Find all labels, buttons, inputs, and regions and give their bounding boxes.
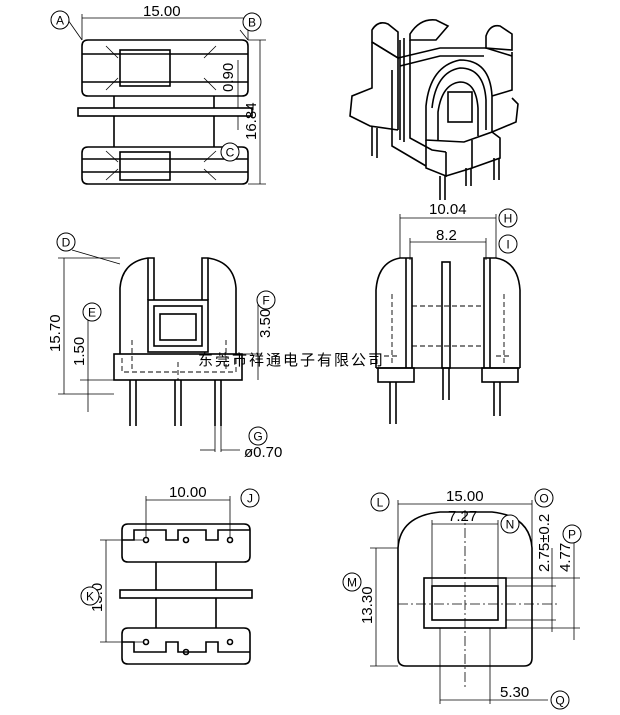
end-view: 15.00 7.27 2.75±0.2 4.77 13.30 5.30 bbox=[359, 488, 580, 704]
label-circle-c bbox=[220, 142, 240, 162]
label-f: F bbox=[262, 294, 269, 308]
label-n: N bbox=[506, 518, 515, 532]
dim-front-window: 3.50 bbox=[257, 309, 274, 338]
label-b: B bbox=[248, 16, 256, 30]
label-p: P bbox=[568, 528, 576, 542]
label-circle-m bbox=[342, 572, 362, 592]
label-q: Q bbox=[555, 694, 564, 708]
label-circle-d bbox=[56, 232, 76, 252]
label-circle-q bbox=[550, 690, 570, 710]
dim-bottom-pitch: 10.00 bbox=[169, 484, 207, 501]
callout-labels: A B C D E F G HI J K L M N O P Q bbox=[50, 10, 582, 710]
label-h: H bbox=[504, 212, 513, 226]
label-e: E bbox=[88, 306, 96, 320]
label-l: L bbox=[377, 496, 384, 510]
label-circle-n bbox=[500, 514, 520, 534]
dim-front-height: 15.70 bbox=[47, 314, 64, 352]
dim-top-gap: 0.90 bbox=[220, 63, 237, 92]
dim-end-width: 15.00 bbox=[446, 488, 484, 505]
label-circle-p bbox=[562, 524, 582, 544]
dim-end-core-height: 2.75±0.2 bbox=[536, 514, 553, 572]
label-a: A bbox=[56, 14, 64, 28]
watermark-text: 东莞市祥通电子有限公司 bbox=[198, 352, 385, 369]
label-circle-e bbox=[82, 302, 102, 322]
label-circle-o bbox=[534, 488, 554, 508]
label-circle-j bbox=[240, 488, 260, 508]
label-j: J bbox=[247, 492, 253, 506]
front-view: ø0.70 15.70 1.50 3.50 bbox=[47, 249, 282, 461]
dim-pin-diameter: ø0.70 bbox=[244, 444, 282, 461]
label-circle-k bbox=[80, 586, 100, 606]
dim-front-base: 1.50 bbox=[71, 337, 88, 366]
dim-end-bottom: 5.30 bbox=[500, 684, 529, 701]
label-g: G bbox=[253, 430, 262, 444]
top-view: 15.00 0.90 16.84 bbox=[67, 3, 266, 185]
dim-side-outer: 10.04 bbox=[429, 201, 467, 218]
label-circle-f bbox=[256, 290, 276, 310]
dim-end-core-width: 7.27 bbox=[448, 508, 477, 525]
label-o: O bbox=[539, 492, 548, 506]
dim-end-height: 13.30 bbox=[359, 586, 376, 624]
label-circle-b bbox=[242, 12, 262, 32]
label-circle-a bbox=[50, 10, 70, 30]
isometric-view bbox=[349, 18, 519, 200]
label-circle-g bbox=[248, 426, 268, 446]
label-k: K bbox=[86, 590, 94, 604]
bottom-view: 10.00 13.0 bbox=[89, 484, 253, 665]
dim-top-height: 16.84 bbox=[243, 102, 260, 140]
label-circle-h bbox=[498, 208, 518, 228]
label-circle-l bbox=[370, 492, 390, 512]
dim-top-width: 15.00 bbox=[143, 3, 181, 20]
label-i: I bbox=[506, 238, 509, 252]
label-c: C bbox=[226, 146, 235, 160]
dim-side-inner: 8.2 bbox=[436, 227, 457, 244]
dim-end-offset: 4.77 bbox=[557, 543, 574, 572]
side-view: 10.04 8.2 bbox=[375, 201, 521, 424]
label-circle-i bbox=[498, 234, 518, 254]
label-d: D bbox=[62, 236, 71, 250]
label-m: M bbox=[347, 576, 357, 590]
